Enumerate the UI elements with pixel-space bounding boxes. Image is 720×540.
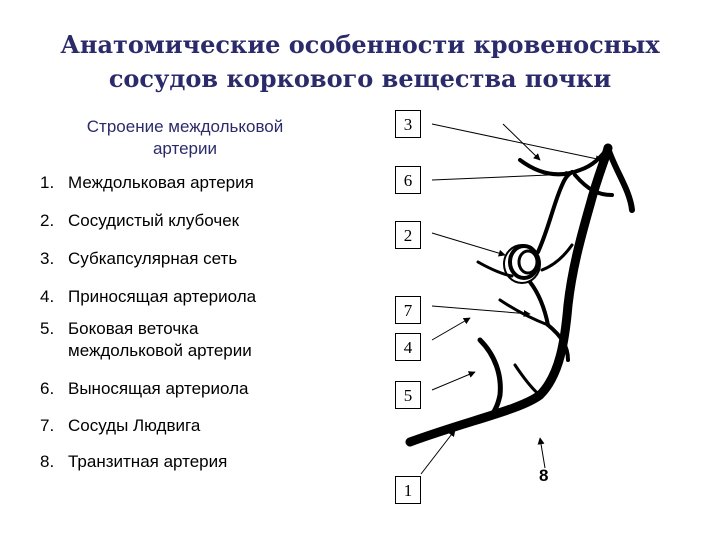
legend-text: Сосуды Людвига: [68, 416, 201, 435]
callout-1: 1: [395, 476, 421, 504]
legend-text: Боковая веточка: [68, 319, 199, 338]
legend-number: 6.: [40, 379, 55, 398]
legend-number: 7.: [40, 416, 55, 435]
callout-2: 2: [395, 221, 421, 249]
lateral-branch: [477, 337, 503, 418]
legend-item: 8. Транзитная артерия: [40, 451, 360, 473]
page-title: Анатомические особенности кровеносных со…: [40, 28, 680, 96]
legend-item: 2. Сосудистый клубочек: [40, 210, 360, 232]
transit-artery: [605, 145, 635, 213]
legend-item: 1. Междольковая артерия: [40, 172, 360, 194]
legend-text-continued: междольковой артерии: [68, 341, 252, 360]
small-branch: [476, 260, 514, 278]
legend-text: Субкапсулярная сеть: [68, 249, 238, 268]
afferent-arteriole: [528, 280, 550, 327]
subtitle-line-1: Строение междольковой: [86, 117, 284, 136]
legend-text: Сосудистый клубочек: [68, 211, 240, 230]
legend-item: 4. Приносящая артериола: [40, 286, 360, 308]
interlobular-artery: [405, 143, 613, 447]
legend-text: Выносящая артериола: [68, 379, 249, 398]
glomerulus: [503, 244, 541, 284]
ludwig-vessel: [546, 323, 570, 362]
legend-item: 3. Субкапсулярная сеть: [40, 248, 360, 270]
glomerulus-vessel: [540, 243, 574, 272]
title-line-2: сосудов коркового вещества почки: [108, 64, 612, 93]
ludwig-vessel: [513, 363, 542, 397]
legend-text: Приносящая артериола: [68, 287, 257, 306]
callout-6: 6: [395, 166, 421, 194]
legend-item: 5. Боковая веточка междольковой артерии: [40, 318, 360, 362]
legend-item: 7. Сосуды Людвига: [40, 415, 360, 437]
legend-number: 5.: [40, 319, 55, 338]
legend-text: Транзитная артерия: [68, 452, 228, 471]
callout-5: 5: [395, 381, 421, 409]
callout-3: 3: [395, 110, 421, 138]
subtitle-line-2: артерии: [152, 139, 218, 158]
callout-7: 7: [395, 296, 421, 324]
legend-number: 4.: [40, 287, 55, 306]
legend-number: 1.: [40, 173, 55, 192]
title-line-1: Анатомические особенности кровеносных: [60, 30, 660, 59]
subcapsular-branch: [573, 173, 614, 197]
subcapsular-network: [518, 146, 610, 177]
callout-4: 4: [395, 333, 421, 361]
legend-number: 8.: [40, 452, 55, 471]
legend-number: 2.: [40, 211, 55, 230]
diagram-subtitle: Строение междольковой артерии: [50, 116, 320, 160]
legend-item: 6. Выносящая артериола: [40, 378, 360, 400]
callout-8: 8: [539, 466, 549, 485]
legend-number: 3.: [40, 249, 55, 268]
legend-text: Междольковая артерия: [68, 173, 254, 192]
efferent-arteriole: [536, 170, 574, 254]
